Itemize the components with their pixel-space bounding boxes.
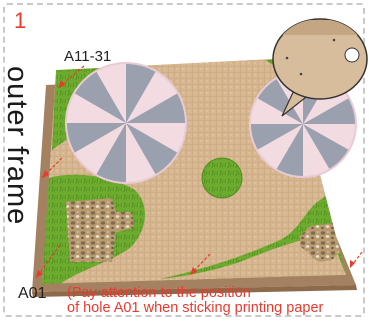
instruction-note: (Pay attention to the position of hole A… <box>67 286 323 316</box>
part-label-a01: A01 <box>18 285 46 303</box>
umbrella-left-icon <box>66 63 186 183</box>
part-label-a11-31: A11-31 <box>64 48 111 65</box>
step-number: 1 <box>14 8 26 34</box>
note-line-2: of hole A01 when sticking printing paper <box>67 301 323 316</box>
outer-frame-label: outer frame <box>1 66 33 276</box>
note-line-1: (Pay attention to the position <box>67 286 323 301</box>
